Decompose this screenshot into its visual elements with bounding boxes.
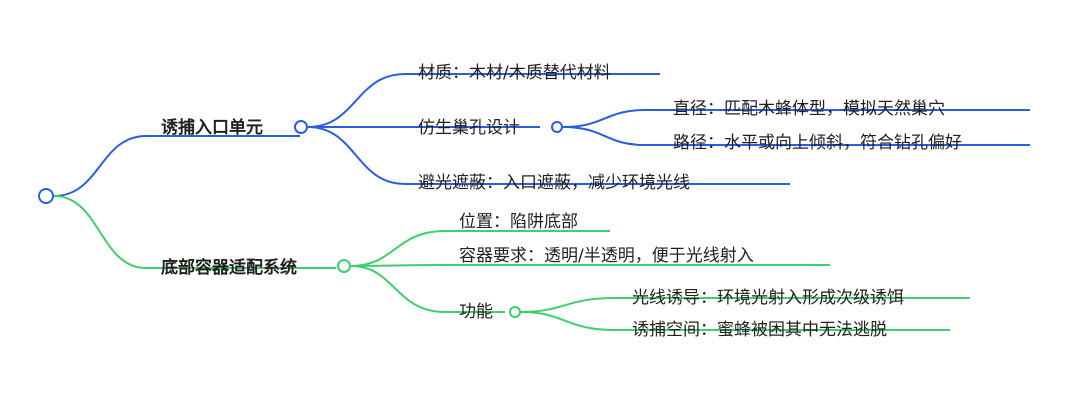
- node-diameter[interactable]: 直径：匹配木蜂体型，模拟天然巢穴: [673, 99, 945, 119]
- function-node[interactable]: [509, 306, 521, 318]
- edge-container-to-function: [350, 265, 505, 313]
- branch-entry-unit[interactable]: 诱捕入口单元: [161, 118, 263, 138]
- blue-branch-connectors: [53, 73, 1030, 197]
- branch-container-system[interactable]: 底部容器适配系统: [161, 258, 297, 278]
- entry-unit-node[interactable]: [294, 120, 308, 134]
- green-branch-connectors: [53, 195, 970, 331]
- edge-nest-to-path: [562, 126, 1030, 146]
- node-light-induction[interactable]: 光线诱导：环境光射入形成次级诱饵: [632, 288, 904, 308]
- node-nest-design[interactable]: 仿生巢孔设计: [418, 118, 520, 138]
- edge-nest-to-diameter: [562, 109, 1030, 128]
- edge-root-to-container-system: [53, 195, 336, 269]
- nest-design-node[interactable]: [551, 121, 563, 133]
- node-shading[interactable]: 避光遮蔽：入口遮蔽，减少环境光线: [418, 173, 690, 193]
- edge-container-to-requirement: [350, 264, 830, 267]
- node-container-requirement[interactable]: 容器要求：透明/半透明，便于光线射入: [459, 246, 754, 266]
- edge-root-to-entry-unit: [53, 135, 300, 197]
- container-system-node[interactable]: [337, 259, 351, 273]
- edge-entry-to-material: [307, 73, 660, 128]
- edge-entry-to-shading: [307, 126, 790, 185]
- node-path[interactable]: 路径：水平或向上倾斜，符合钻孔偏好: [673, 133, 962, 153]
- node-material[interactable]: 材质：木材/木质替代材料: [418, 63, 611, 83]
- node-trap-space[interactable]: 诱捕空间：蜜蜂被困其中无法逃脱: [632, 320, 887, 340]
- edge-function-to-light: [520, 297, 970, 313]
- edge-function-to-space: [520, 311, 950, 331]
- root-node[interactable]: [38, 188, 54, 204]
- edge-container-to-position: [350, 230, 610, 267]
- node-function[interactable]: 功能: [459, 302, 493, 322]
- node-position[interactable]: 位置：陷阱底部: [459, 212, 578, 232]
